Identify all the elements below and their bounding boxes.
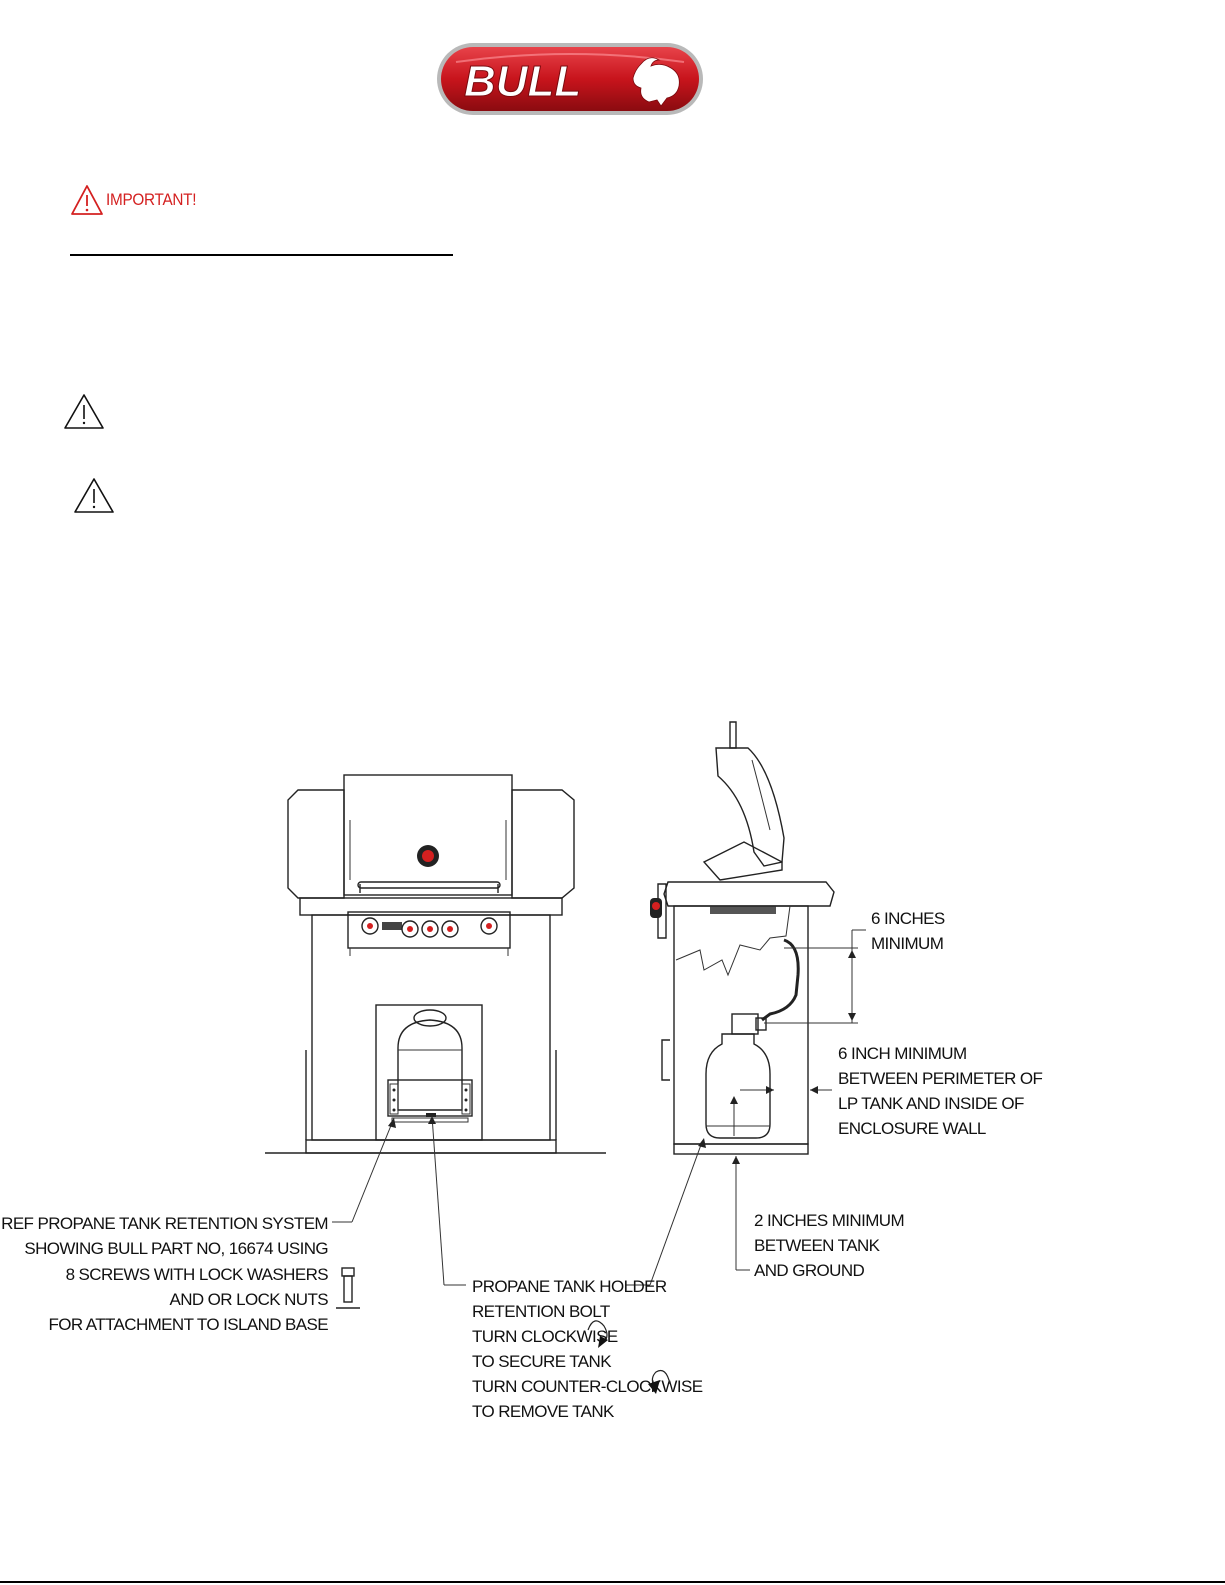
propane-tank-installation-diagram: 6 INCHES MINIMUM 6 INCH MINIMUM BETWEEN …	[1, 721, 1043, 1421]
bull-logo: BULL	[437, 43, 703, 115]
label-holder-3: TURN CLOCKWISE	[472, 1327, 618, 1346]
warning-triangle-icon	[74, 478, 114, 513]
front-view-grill-island	[265, 774, 606, 1154]
dimension-perimeter	[810, 1086, 832, 1094]
label-ref-1: REF PROPANE TANK RETENTION SYSTEM	[1, 1214, 328, 1233]
important-label: IMPORTANT!	[106, 190, 197, 209]
label-ground-1: 2 INCHES MINIMUM	[754, 1211, 904, 1230]
bull-head-icon	[632, 57, 680, 107]
label-ref-5: FOR ATTACHMENT TO ISLAND BASE	[48, 1315, 328, 1334]
control-knobs	[361, 917, 498, 938]
label-perimeter-3: LP TANK AND INSIDE OF	[838, 1094, 1024, 1113]
clockwise-arrow-icon	[587, 1320, 608, 1348]
label-holder-1: PROPANE TANK HOLDER	[472, 1277, 667, 1296]
counter-clockwise-arrow-icon	[648, 1369, 671, 1394]
label-holder-6: TO REMOVE TANK	[472, 1402, 615, 1421]
leader-lines	[332, 1115, 706, 1286]
label-minimum: MINIMUM	[871, 934, 943, 953]
screw-icon	[336, 1267, 360, 1309]
label-ref-3: 8 SCREWS WITH LOCK WASHERS	[66, 1265, 329, 1284]
label-ref-4: AND OR LOCK NUTS	[169, 1290, 328, 1309]
label-holder-4: TO SECURE TANK	[472, 1352, 612, 1371]
label-ground-2: BETWEEN TANK	[754, 1236, 881, 1255]
side-view-grill-island	[650, 721, 835, 1155]
important-notice: IMPORTANT!	[70, 183, 206, 217]
propane-tank-side	[705, 1033, 771, 1139]
label-holder-2: RETENTION BOLT	[472, 1302, 610, 1321]
section-rule	[70, 254, 453, 256]
label-perimeter-4: ENCLOSURE WALL	[838, 1119, 986, 1138]
tank-retention-bracket	[387, 1079, 473, 1123]
label-ref-2: SHOWING BULL PART NO, 16674 USING	[24, 1239, 328, 1258]
label-perimeter-2: BETWEEN PERIMETER OF	[838, 1069, 1043, 1088]
label-holder-5: TURN COUNTER-CLOCKWISE	[472, 1377, 703, 1396]
label-ground-3: AND GROUND	[754, 1261, 864, 1280]
page-bottom-rule	[0, 1581, 1225, 1583]
propane-tank-front	[397, 1009, 463, 1111]
logo-wordmark: BULL	[464, 57, 581, 106]
dimension-6in-vertical	[764, 929, 866, 1024]
label-6-inches: 6 INCHES	[871, 909, 945, 928]
label-perimeter-1: 6 INCH MINIMUM	[838, 1044, 967, 1063]
warning-triangle-icon	[64, 394, 104, 429]
dimension-ground	[732, 1156, 750, 1271]
warning-triangle-icon	[71, 185, 103, 215]
